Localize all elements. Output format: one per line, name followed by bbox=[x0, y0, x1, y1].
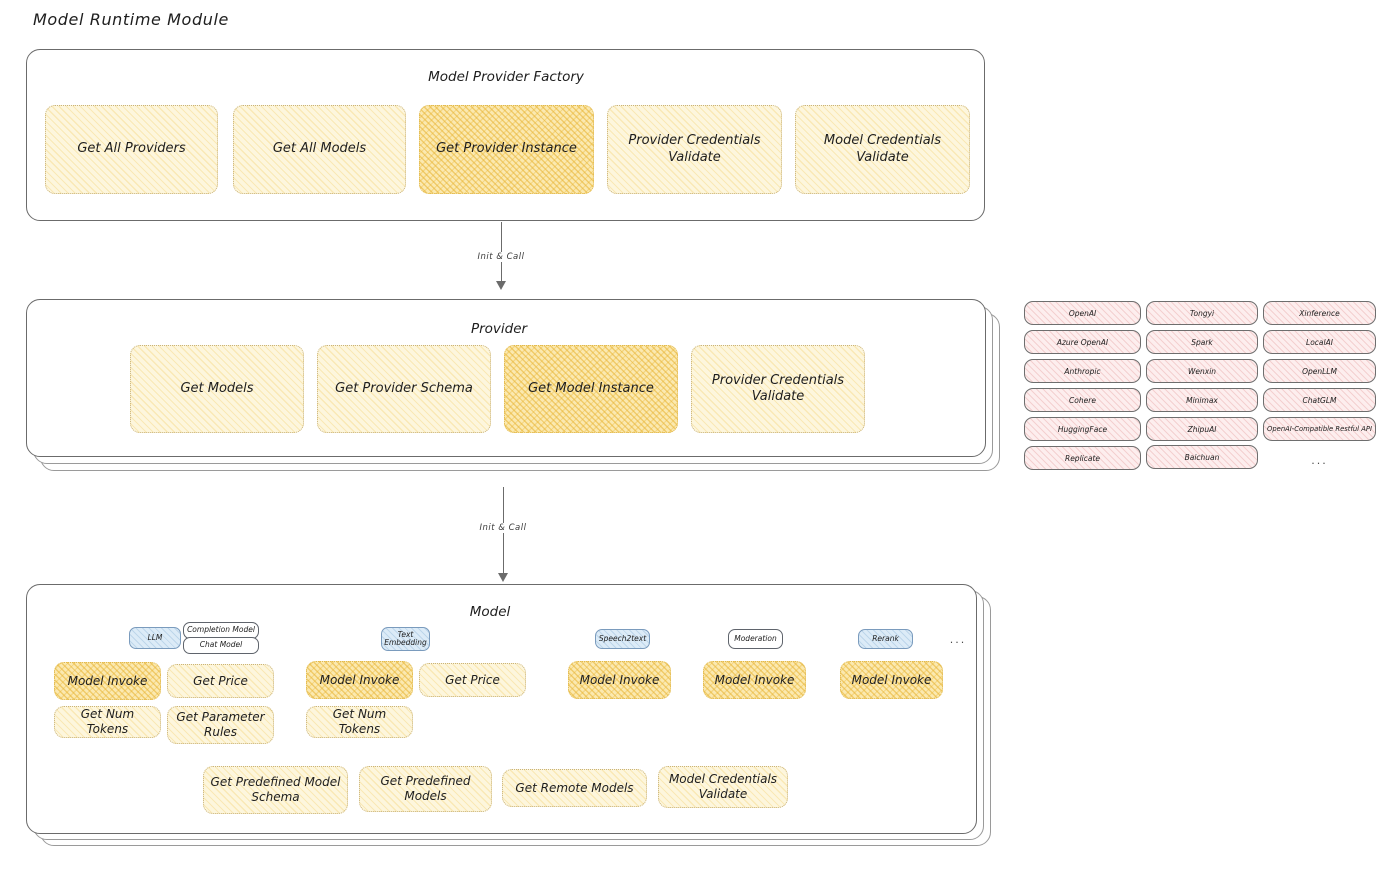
page-title: Model Runtime Module bbox=[33, 10, 229, 29]
provider-title: Provider bbox=[470, 321, 528, 337]
model-types-more-ellipsis: ... bbox=[949, 632, 967, 646]
node-text-embedding-model-invoke[interactable]: Model Invoke bbox=[306, 661, 413, 699]
node-llm-get-num-tokens[interactable]: Get Num Tokens bbox=[54, 706, 161, 738]
model-title: Model bbox=[469, 604, 511, 620]
model-provider-factory-title: Model Provider Factory bbox=[428, 69, 584, 85]
node-llm-get-price[interactable]: Get Price bbox=[167, 664, 274, 698]
node-provider-credentials-validate-2[interactable]: Provider Credentials Validate bbox=[691, 345, 865, 433]
provider-chip-baichuan[interactable]: Baichuan bbox=[1146, 445, 1258, 469]
node-llm-model-invoke[interactable]: Model Invoke bbox=[54, 662, 161, 700]
node-get-predefined-model-schema[interactable]: Get Predefined Model Schema bbox=[203, 766, 348, 814]
provider-chip-cohere[interactable]: Cohere bbox=[1024, 388, 1141, 412]
node-get-all-providers[interactable]: Get All Providers bbox=[45, 105, 218, 194]
arrow-factory-to-provider-label: Init & Call bbox=[473, 252, 529, 262]
node-moderation-model-invoke[interactable]: Model Invoke bbox=[703, 661, 806, 699]
provider-chip-spark[interactable]: Spark bbox=[1146, 330, 1258, 354]
node-text-embedding-get-price[interactable]: Get Price bbox=[419, 663, 526, 697]
provider-chip-openai[interactable]: OpenAI bbox=[1024, 301, 1141, 325]
node-model-credentials-validate[interactable]: Model Credentials Validate bbox=[795, 105, 970, 194]
node-get-provider-instance[interactable]: Get Provider Instance bbox=[419, 105, 594, 194]
arrow-provider-to-model-label: Init & Call bbox=[475, 523, 531, 533]
node-speech2text-model-invoke[interactable]: Model Invoke bbox=[568, 661, 671, 699]
model-sub-badge-chat-model[interactable]: Chat Model bbox=[183, 637, 259, 654]
provider-chip-azure-openai[interactable]: Azure OpenAI bbox=[1024, 330, 1141, 354]
provider-chip-huggingface[interactable]: HuggingFace bbox=[1024, 417, 1141, 441]
model-type-badge-llm[interactable]: LLM bbox=[129, 627, 181, 649]
node-get-model-instance[interactable]: Get Model Instance bbox=[504, 345, 678, 433]
provider-chip-minimax[interactable]: Minimax bbox=[1146, 388, 1258, 412]
node-get-predefined-models[interactable]: Get Predefined Models bbox=[359, 766, 492, 812]
node-provider-credentials-validate[interactable]: Provider Credentials Validate bbox=[607, 105, 782, 194]
provider-chip-tongyi[interactable]: Tongyi bbox=[1146, 301, 1258, 325]
node-text-embedding-get-num-tokens[interactable]: Get Num Tokens bbox=[306, 706, 413, 738]
node-get-models[interactable]: Get Models bbox=[130, 345, 304, 433]
provider-chip-wenxin[interactable]: Wenxin bbox=[1146, 359, 1258, 383]
arrow-provider-to-model-head bbox=[498, 573, 508, 582]
provider-chip-chatglm[interactable]: ChatGLM bbox=[1263, 388, 1376, 412]
provider-chip-openllm[interactable]: OpenLLM bbox=[1263, 359, 1376, 383]
node-model-credentials-validate-2[interactable]: Model Credentials Validate bbox=[658, 766, 788, 808]
node-get-remote-models[interactable]: Get Remote Models bbox=[502, 769, 647, 807]
provider-chip-anthropic[interactable]: Anthropic bbox=[1024, 359, 1141, 383]
provider-list-more-ellipsis: ... bbox=[1311, 453, 1328, 467]
node-get-all-models[interactable]: Get All Models bbox=[233, 105, 406, 194]
provider-chip-openai-compatible-restful-api[interactable]: OpenAI-Compatible Restful API bbox=[1263, 417, 1376, 441]
provider-chip-replicate[interactable]: Replicate bbox=[1024, 446, 1141, 470]
provider-chip-localai[interactable]: LocalAI bbox=[1263, 330, 1376, 354]
model-type-badge-moderation[interactable]: Moderation bbox=[728, 629, 783, 649]
node-llm-get-parameter-rules[interactable]: Get Parameter Rules bbox=[167, 706, 274, 744]
model-type-badge-speech2text[interactable]: Speech2text bbox=[595, 629, 650, 649]
provider-chip-zhipuai[interactable]: ZhipuAI bbox=[1146, 417, 1258, 441]
node-rerank-model-invoke[interactable]: Model Invoke bbox=[840, 661, 943, 699]
model-type-badge-text-embedding[interactable]: Text Embedding bbox=[381, 627, 430, 651]
provider-chip-xinference[interactable]: Xinference bbox=[1263, 301, 1376, 325]
arrow-factory-to-provider-head bbox=[496, 281, 506, 290]
node-get-provider-schema[interactable]: Get Provider Schema bbox=[317, 345, 491, 433]
model-type-badge-rerank[interactable]: Rerank bbox=[858, 629, 913, 649]
